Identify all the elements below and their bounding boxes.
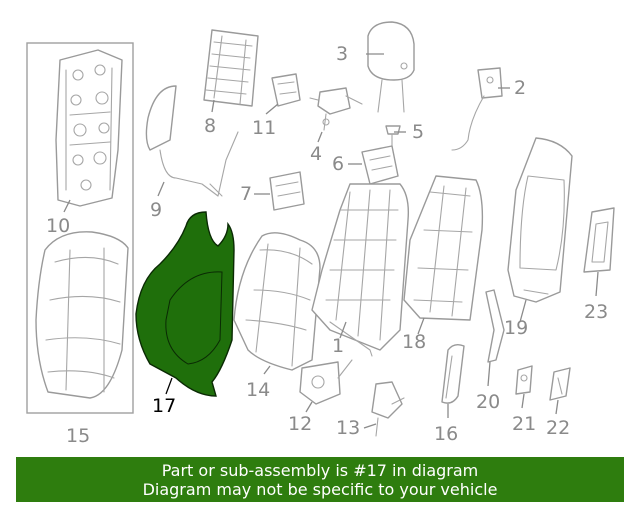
callout-labels: 3 2 8 11 5 4 6 7 9 10 23 19 18 1 14 20 2… (46, 43, 608, 447)
callout-3[interactable]: 3 (336, 43, 348, 65)
callout-9[interactable]: 9 (150, 199, 162, 221)
part-15-shape[interactable] (35, 231, 129, 399)
callout-5[interactable]: 5 (412, 121, 424, 143)
part-22-shape[interactable] (549, 367, 571, 401)
callout-1[interactable]: 1 (332, 335, 344, 357)
callout-20[interactable]: 20 (476, 391, 500, 413)
part-7-shape[interactable] (269, 171, 305, 211)
part-10-shape[interactable] (55, 49, 123, 207)
part-3-shape[interactable] (367, 21, 415, 113)
callout-4[interactable]: 4 (310, 143, 322, 165)
callout-11[interactable]: 11 (252, 117, 276, 139)
callout-21[interactable]: 21 (512, 413, 536, 435)
part-21-shape[interactable] (515, 365, 533, 395)
part-19-shape[interactable] (507, 137, 573, 303)
part-20-shape[interactable] (485, 289, 505, 363)
part-17-highlighted-shape[interactable] (135, 211, 235, 397)
part-17-inner-line (165, 271, 223, 365)
callout-6[interactable]: 6 (332, 153, 344, 175)
part-23-shape[interactable] (583, 207, 615, 273)
callout-19[interactable]: 19 (504, 317, 528, 339)
part-14-shape[interactable] (233, 232, 321, 371)
leader-lines (63, 53, 599, 429)
callout-10[interactable]: 10 (46, 215, 70, 237)
part-11-shape[interactable] (271, 73, 301, 107)
callout-2[interactable]: 2 (514, 77, 526, 99)
callout-15[interactable]: 15 (66, 425, 90, 447)
info-banner: Part or sub-assembly is #17 in diagram D… (16, 457, 624, 502)
part-15-group-box (26, 42, 134, 414)
part-13-shape[interactable] (371, 381, 405, 437)
part-1-shape[interactable] (311, 183, 410, 357)
part-16-shape[interactable] (441, 343, 465, 404)
callout-22[interactable]: 22 (546, 417, 570, 439)
banner-line-1: Part or sub-assembly is #17 in diagram (161, 461, 479, 480)
callout-16[interactable]: 16 (434, 423, 458, 445)
callout-18[interactable]: 18 (402, 331, 426, 353)
callout-23[interactable]: 23 (584, 301, 608, 323)
callout-12[interactable]: 12 (288, 413, 312, 435)
part-4-shape[interactable] (309, 87, 363, 131)
callout-17-highlighted[interactable]: 17 (152, 395, 176, 417)
part-2-shape[interactable] (451, 67, 503, 151)
part-8-shape[interactable] (203, 29, 259, 107)
part-9-shape[interactable] (145, 85, 239, 197)
callout-8[interactable]: 8 (204, 115, 216, 137)
part-5-shape[interactable] (385, 125, 401, 149)
banner-line-2: Diagram may not be specific to your vehi… (142, 480, 498, 499)
callout-7[interactable]: 7 (240, 183, 252, 205)
part-18-shape[interactable] (403, 175, 484, 321)
part-12-shape[interactable] (299, 359, 353, 405)
callout-13[interactable]: 13 (336, 417, 360, 439)
callout-14[interactable]: 14 (246, 379, 270, 401)
part-6-shape[interactable] (361, 145, 399, 185)
